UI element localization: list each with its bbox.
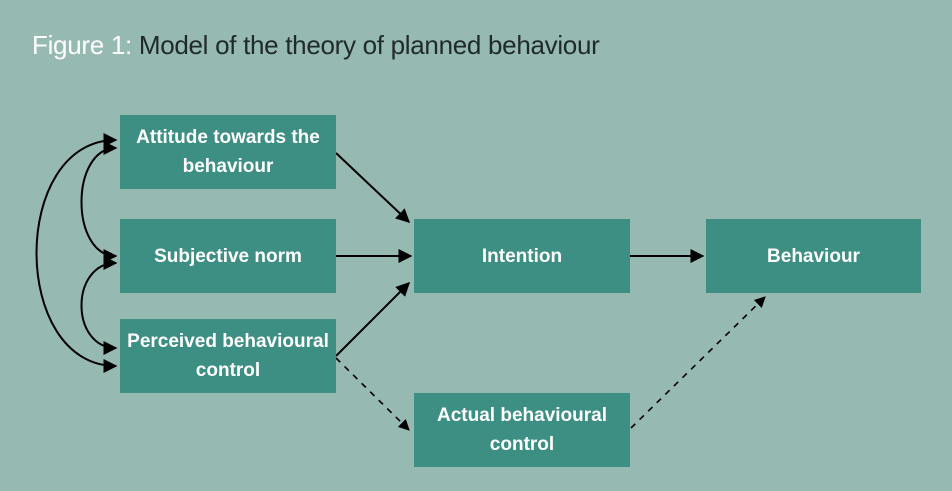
- arrow-control-to-intention: [335, 282, 410, 357]
- node-subjective-norm: Subjective norm: [120, 219, 336, 293]
- node-perceived-control: Perceived behavioural control: [120, 319, 336, 393]
- arrow-control-to-actual: [335, 357, 410, 431]
- figure-number: Figure 1:: [32, 30, 132, 60]
- node-subjective-norm-label: Subjective norm: [154, 245, 302, 267]
- node-behaviour-label: Behaviour: [767, 245, 860, 267]
- figure-caption: Model of the theory of planned behaviour: [131, 30, 600, 60]
- node-perceived-control-label: Perceived behavioural control: [127, 331, 329, 381]
- node-attitude: Attitude towards the behaviour: [120, 115, 336, 189]
- arrow-actual-to-behaviour: [630, 296, 766, 429]
- node-intention-label: Intention: [481, 245, 563, 267]
- figure-title: Figure 1: Model of the theory of planned…: [32, 30, 600, 61]
- node-behaviour: Behaviour: [706, 219, 921, 293]
- node-intention: Intention: [414, 219, 630, 293]
- node-attitude-label: Attitude towards the behaviour: [136, 127, 320, 177]
- arc-norm-control: [80, 256, 118, 355]
- node-actual-control-label: Actual behavioural control: [437, 405, 607, 455]
- arc-attitude-control: [35, 133, 118, 373]
- node-actual-control: Actual behavioural control: [414, 393, 630, 467]
- arc-attitude-norm: [80, 141, 118, 263]
- arrow-attitude-to-intention: [335, 152, 411, 223]
